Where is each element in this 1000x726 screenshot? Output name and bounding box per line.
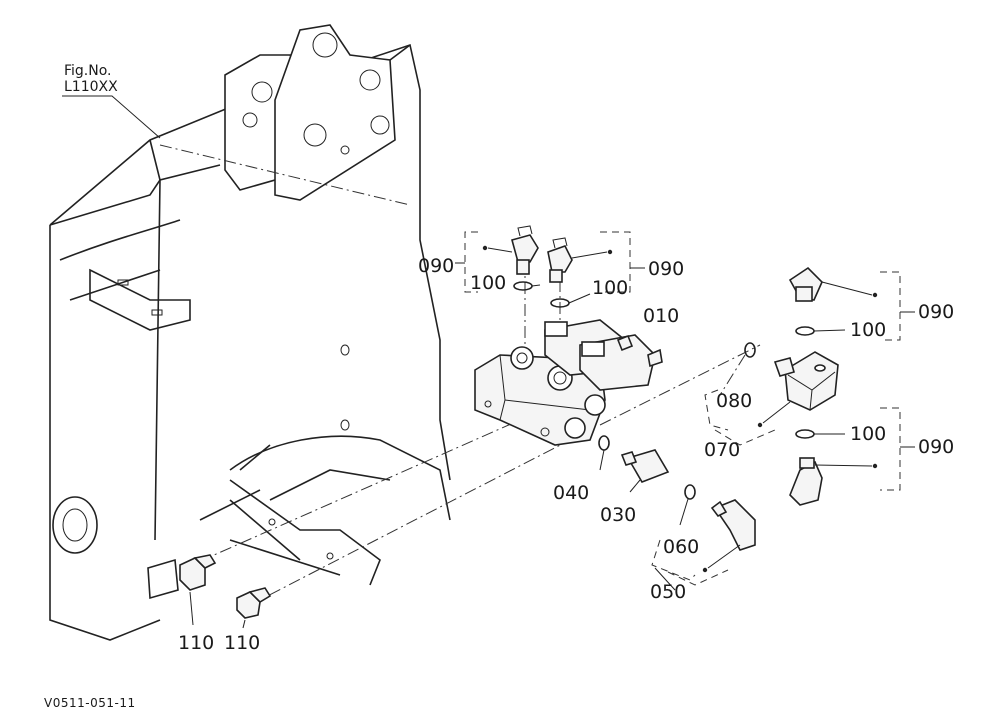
callout-060: 060 xyxy=(663,536,700,558)
top-fittings xyxy=(455,225,645,308)
callout-040: 040 xyxy=(553,482,590,504)
valve-body xyxy=(474,319,663,446)
assembly-guide-lines xyxy=(159,144,761,606)
callout-090-top-left: 090 xyxy=(418,255,455,277)
callout-080: 080 xyxy=(716,390,753,412)
footer-code: V0511-051-11 xyxy=(44,696,136,710)
callout-100-right-lower: 100 xyxy=(850,423,887,445)
callout-090-right-upper: 090 xyxy=(918,301,955,323)
frame-structure xyxy=(49,24,451,641)
callout-110-left: 110 xyxy=(178,632,215,654)
callout-100-top-right: 100 xyxy=(592,277,629,299)
callout-090-right-lower: 090 xyxy=(918,436,955,458)
bolts xyxy=(179,554,272,629)
fig-label: Fig.No. xyxy=(64,63,112,79)
callout-100-right-upper: 100 xyxy=(850,319,887,341)
lower-fittings xyxy=(598,435,756,591)
fig-number: L110XX xyxy=(64,79,118,95)
callout-050: 050 xyxy=(650,581,687,603)
callout-100-top-left: 100 xyxy=(470,272,507,294)
fig-leader-line xyxy=(62,95,161,139)
callout-070: 070 xyxy=(704,439,741,461)
callout-110-right: 110 xyxy=(224,632,261,654)
right-fittings xyxy=(704,266,915,506)
callout-010: 010 xyxy=(643,305,680,327)
callout-090-top-right: 090 xyxy=(648,258,685,280)
callout-030: 030 xyxy=(600,504,637,526)
